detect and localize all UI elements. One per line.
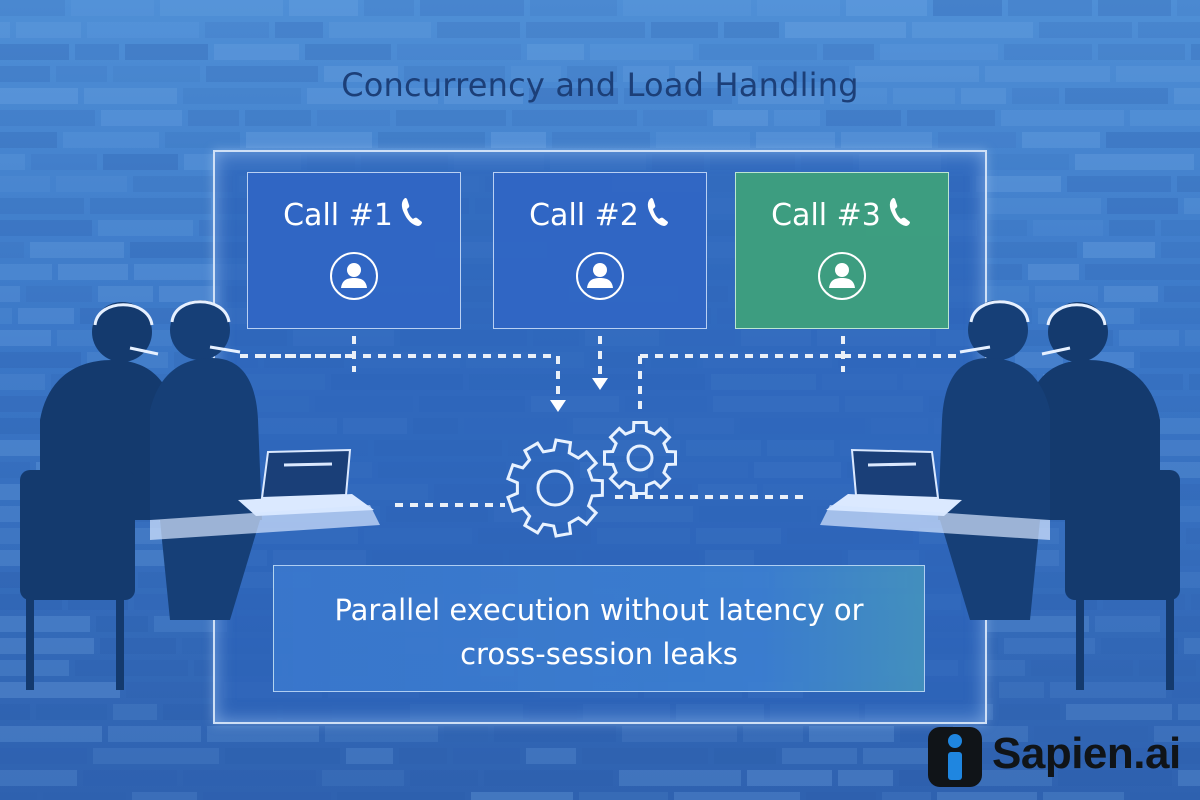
diagram-title: Concurrency and Load Handling [341, 66, 859, 104]
call-card-2-label: Call #2 [529, 198, 639, 233]
call-card-3-label: Call #3 [771, 198, 881, 233]
call-card-2: Call #2 [493, 172, 707, 329]
call-card-3-header: Call #3 [736, 195, 948, 233]
phone-icon [889, 198, 910, 226]
brand-logo: Sapien.ai [928, 727, 1190, 787]
caption-line-1: Parallel execution without latency or [334, 593, 864, 627]
logo-icon [928, 727, 982, 787]
caption-line-2: cross-session leaks [460, 637, 738, 671]
call-card-1-header: Call #1 [248, 195, 460, 233]
call-card-2-header: Call #2 [494, 195, 706, 233]
brand-name: Sapien.ai [992, 729, 1181, 778]
avatar-icon [576, 252, 624, 300]
call-card-3: Call #3 [735, 172, 949, 329]
avatar-icon [330, 252, 378, 300]
call-card-1-label: Call #1 [283, 198, 393, 233]
caption-box: Parallel execution without latency or cr… [273, 565, 925, 692]
caption-text: Parallel execution without latency or cr… [274, 588, 924, 676]
phone-icon [647, 198, 668, 226]
avatar-icon [818, 252, 866, 300]
phone-icon [401, 198, 422, 226]
call-card-1: Call #1 [247, 172, 461, 329]
